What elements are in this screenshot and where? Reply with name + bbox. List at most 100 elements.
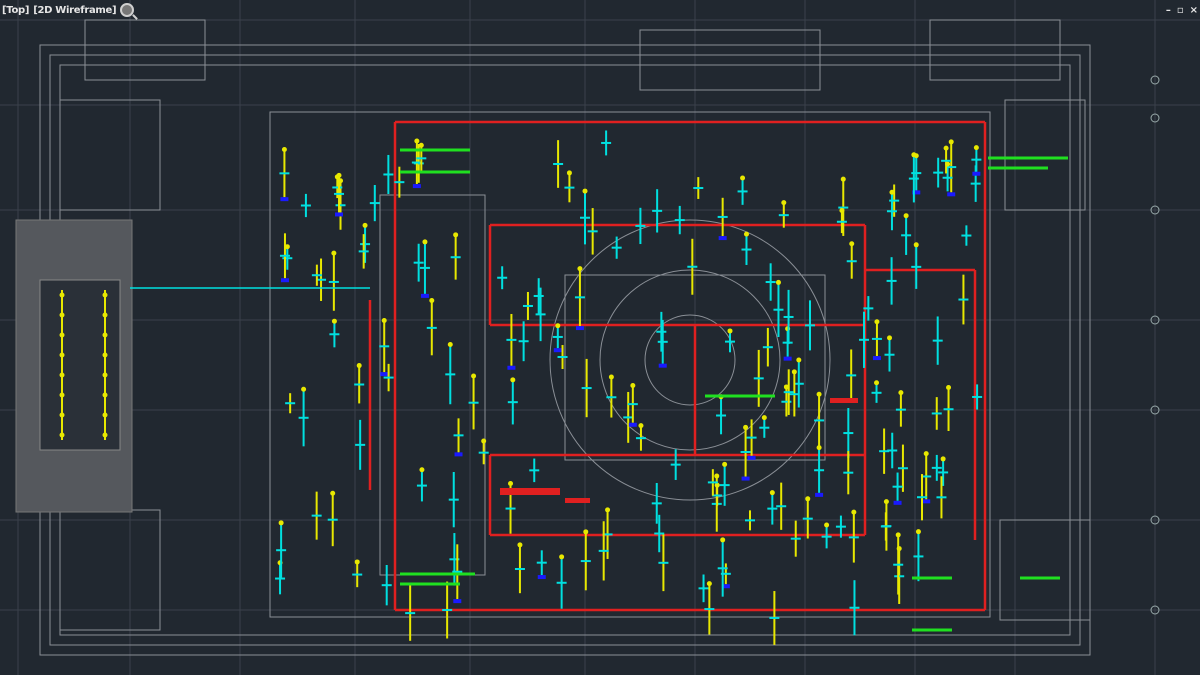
fcu-point <box>508 480 514 486</box>
fcu-point <box>883 499 889 505</box>
fcu-point <box>943 145 949 151</box>
equipment-block <box>718 236 727 241</box>
fcu-point <box>559 554 565 560</box>
fcu-point <box>102 312 108 318</box>
equipment-block <box>872 356 881 361</box>
fcu-point <box>517 542 523 548</box>
fcu-point <box>429 297 435 303</box>
fcu-point <box>874 319 880 325</box>
grid-bubble <box>1150 405 1160 415</box>
tower-outline <box>639 29 821 91</box>
equipment-block <box>575 326 584 331</box>
tower-outline <box>1004 99 1086 211</box>
fcu-point <box>422 239 428 245</box>
equipment-block <box>658 363 667 368</box>
fcu-point <box>722 461 728 467</box>
fcu-point <box>59 352 65 358</box>
view-name[interactable]: Top <box>6 4 25 16</box>
tower-outline <box>929 19 1061 81</box>
fcu-point <box>555 323 561 329</box>
fcu-point <box>911 152 917 158</box>
fcu-point <box>577 266 583 272</box>
fcu-point <box>915 529 921 535</box>
fcu-point <box>566 170 572 176</box>
restore-button[interactable]: ▫ <box>1176 5 1184 16</box>
fcu-point <box>59 292 65 298</box>
fcu-point <box>849 241 855 247</box>
viewport-window-controls: – ▫ × <box>1166 5 1198 16</box>
equipment-block <box>380 372 389 377</box>
fcu-point <box>913 242 919 248</box>
fcu-point <box>336 172 342 178</box>
fcu-point <box>59 432 65 438</box>
fcu-point <box>940 456 946 462</box>
fcu-point <box>720 537 726 543</box>
equipment-block <box>335 212 344 217</box>
grid-bubble <box>1150 75 1160 85</box>
fcu-point <box>330 490 336 496</box>
floor-outline <box>269 111 991 618</box>
fcu-point <box>102 352 108 358</box>
tower-outline <box>59 99 161 211</box>
equipment-block <box>922 499 931 504</box>
fcu-point <box>781 200 787 206</box>
equipment-block <box>747 455 756 460</box>
fcu-point <box>898 390 904 396</box>
fcu-point <box>638 423 644 429</box>
equipment-block <box>453 599 462 604</box>
equipment-block <box>893 500 902 505</box>
grid-bubble <box>1150 605 1160 615</box>
fcu-point <box>923 451 929 457</box>
fcu-point <box>59 332 65 338</box>
equipment-block <box>972 171 981 176</box>
fcu-point <box>948 139 954 145</box>
equipment-block <box>947 192 956 197</box>
equipment-block <box>628 422 637 427</box>
equipment-block <box>280 197 289 202</box>
fcu-point <box>775 279 781 285</box>
minimize-button[interactable]: – <box>1165 5 1171 16</box>
fcu-point <box>59 392 65 398</box>
fcu-point <box>102 332 108 338</box>
equipment-block <box>815 492 824 497</box>
dome-outline <box>549 219 831 501</box>
fcu-point <box>331 318 337 324</box>
fcu-point <box>740 175 746 181</box>
dome-outline <box>599 269 781 451</box>
magnifier-icon[interactable] <box>120 3 135 17</box>
fcu-point <box>727 328 733 334</box>
visual-style-name[interactable]: 2D Wireframe <box>37 4 113 16</box>
fcu-point <box>481 438 487 444</box>
fcu-point <box>354 559 360 565</box>
equipment-block <box>412 184 421 189</box>
view-control[interactable]: [Top] <box>2 4 30 16</box>
fcu-point <box>630 382 636 388</box>
equipment-block <box>507 365 516 370</box>
fcu-point <box>887 335 893 341</box>
grid-bubble <box>1150 113 1160 123</box>
fcu-point <box>743 231 749 237</box>
viewport-label: [Top] [2D Wireframe] <box>2 3 135 17</box>
fcu-point <box>331 250 337 256</box>
tower-outline <box>999 519 1091 621</box>
fcu-point <box>874 380 880 386</box>
fcu-point <box>356 363 362 369</box>
equipment-block <box>454 452 463 457</box>
close-button[interactable]: × <box>1189 5 1198 16</box>
fcu-point <box>816 445 822 451</box>
fcu-point <box>851 509 857 515</box>
fcu-point <box>840 176 846 182</box>
fcu-point <box>102 392 108 398</box>
equipment-block <box>537 575 546 580</box>
fcu-point <box>608 374 614 380</box>
equipment-block <box>553 348 562 353</box>
fcu-point <box>582 188 588 194</box>
fcu-point <box>419 467 425 473</box>
stair-well <box>39 279 121 451</box>
visual-style-control[interactable]: [2D Wireframe] <box>33 4 117 16</box>
fcu-point <box>714 482 720 488</box>
fcu-point <box>895 532 901 538</box>
dome-outline <box>644 314 736 406</box>
